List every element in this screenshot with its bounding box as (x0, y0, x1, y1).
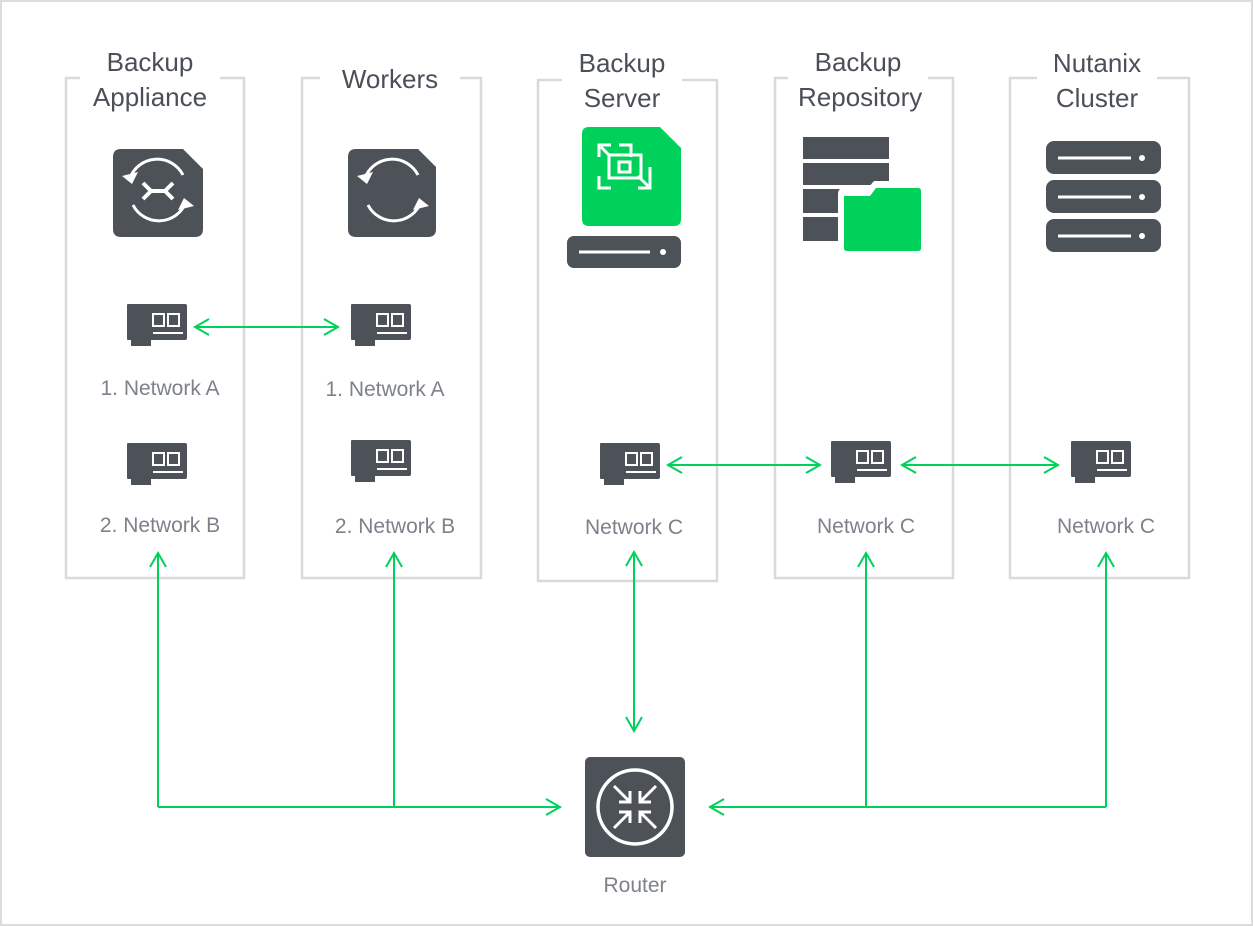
column-title-backup-appliance: Backup Appliance (80, 45, 220, 115)
title-line: Workers (341, 64, 439, 94)
column-title-nutanix-cluster: Nutanix Cluster (1037, 46, 1157, 116)
nutanix-cluster-icon (1046, 141, 1161, 252)
backup-appliance-icon (113, 149, 203, 237)
router-label: Router (603, 874, 667, 897)
nic-label-server-c: Network C (584, 516, 684, 539)
nic-label-cluster-c: Network C (1056, 515, 1156, 538)
title-line: Repository (798, 82, 923, 112)
title-line: Server (583, 83, 661, 113)
network-card-icon (830, 440, 892, 484)
title-line: Backup (814, 47, 902, 77)
nic-label-appliance-b: 2. Network B (99, 514, 221, 537)
title-line: Nutanix (1052, 48, 1142, 78)
title-line: Backup (578, 48, 666, 78)
network-card-icon (126, 442, 188, 486)
backup-repository-icon (803, 137, 923, 251)
title-line: Backup (106, 47, 194, 77)
network-card-icon (350, 303, 412, 347)
nic-label-workers-b: 2. Network B (334, 515, 456, 538)
title-line: Appliance (92, 82, 208, 112)
network-card-icon (599, 442, 661, 486)
nic-label-appliance-a: 1. Network A (100, 377, 220, 400)
title-line: Cluster (1055, 83, 1139, 113)
backup-server-icon (567, 127, 681, 268)
router-icon (585, 757, 685, 857)
network-card-icon (350, 439, 412, 483)
nic-label-repository-c: Network C (816, 515, 916, 538)
workers-icon (348, 149, 436, 237)
column-title-backup-server: Backup Server (562, 46, 682, 116)
nic-label-workers-a: 1. Network A (325, 378, 445, 401)
column-title-workers: Workers (320, 62, 460, 97)
network-card-icon (1070, 440, 1132, 484)
column-title-backup-repository: Backup Repository (788, 45, 928, 115)
network-card-icon (126, 303, 188, 347)
